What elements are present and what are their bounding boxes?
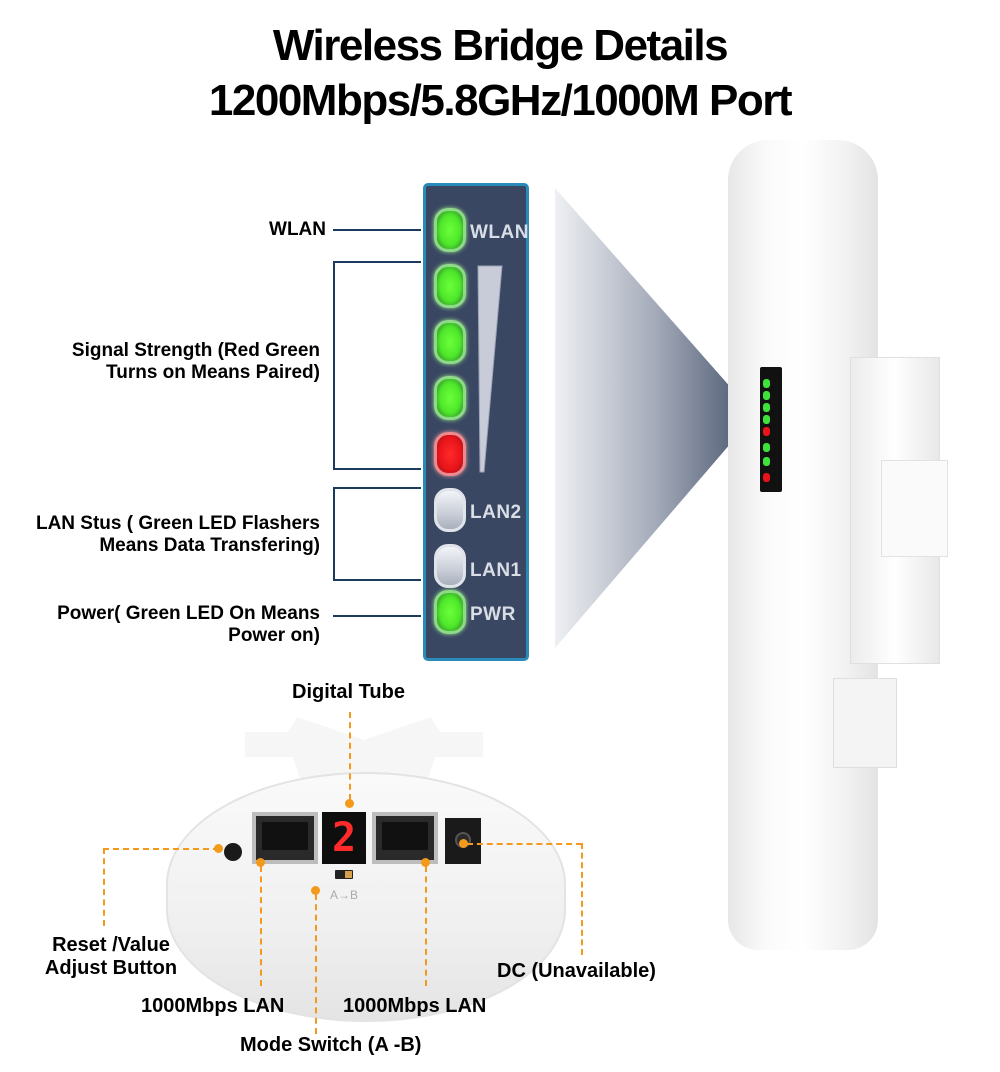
led-signal-1-icon	[434, 264, 466, 308]
led-wlan-icon	[434, 208, 466, 252]
led-signal-2-icon	[434, 320, 466, 364]
callout-wlan: WLAN	[269, 219, 326, 240]
led-label-wlan: WLAN	[470, 222, 529, 243]
callout-line-lan-left	[260, 866, 262, 986]
device-bottom-view	[166, 772, 566, 1022]
callout-reset-line2: Adjust Button	[44, 957, 178, 979]
callout-power: Power( Green LED On Means Power on)	[10, 603, 320, 647]
callout-dot-reset	[214, 844, 223, 853]
led-lan2-icon	[434, 488, 466, 532]
bracket-signal	[333, 261, 421, 470]
callout-digital-tube: Digital Tube	[292, 681, 405, 703]
bracket-lan	[333, 487, 421, 581]
magnifier-wedge	[555, 188, 755, 648]
device-led-strip	[760, 367, 782, 492]
title-line-1: Wireless Bridge Details	[272, 21, 729, 70]
led-label-pwr: PWR	[470, 604, 516, 625]
title-line-2: 1200Mbps/5.8GHz/1000M Port	[208, 76, 793, 125]
led-panel: WLAN LAN2 LAN1 PWR	[423, 183, 529, 661]
callout-line-digital-tube	[349, 712, 351, 800]
signal-strength-wedge-icon	[477, 265, 503, 473]
callout-lan: LAN Stus ( Green LED Flashers Means Data…	[0, 513, 320, 557]
reset-button-icon	[224, 843, 242, 861]
callout-line-power	[333, 615, 421, 617]
callout-mode-switch: Mode Switch (A -B)	[240, 1034, 422, 1056]
mode-switch-icon	[335, 870, 353, 879]
callout-lan-line2: Means Data Transfering)	[99, 535, 320, 556]
callout-dot-lan-right	[421, 858, 430, 867]
callout-line-lan-right	[425, 866, 427, 986]
digital-tube-display: 2	[322, 812, 366, 864]
callout-line-reset-h	[103, 848, 219, 850]
callout-dot-dc	[459, 839, 468, 848]
mode-switch-text: A→B	[330, 888, 359, 902]
lan-port-left-icon	[252, 812, 318, 864]
callout-dc: DC (Unavailable)	[497, 960, 656, 982]
callout-lan-line1: LAN Stus ( Green LED Flashers	[35, 513, 320, 534]
callout-line-wlan	[333, 229, 421, 231]
led-label-lan2: LAN2	[470, 502, 522, 523]
mounting-clamp	[881, 460, 948, 557]
led-signal-3-icon	[434, 376, 466, 420]
callout-dot-digital-tube	[345, 799, 354, 808]
callout-line-mode-switch	[315, 894, 317, 1034]
callout-power-line1: Power( Green LED On Means	[57, 603, 320, 624]
callout-line-dc-h	[467, 843, 582, 845]
led-label-lan1: LAN1	[470, 560, 522, 581]
led-lan1-icon	[434, 544, 466, 588]
callout-lan-left: 1000Mbps LAN	[141, 995, 285, 1017]
device-label-sticker	[833, 678, 897, 768]
callout-line-dc-v	[581, 843, 583, 955]
callout-reset: Reset /Value Adjust Button	[36, 934, 186, 980]
callout-signal: Signal Strength (Red Green Turns on Mean…	[20, 340, 320, 384]
callout-reset-line1: Reset /Value	[52, 934, 170, 956]
callout-signal-line2: Turns on Means Paired)	[106, 362, 320, 383]
led-signal-4-icon	[434, 432, 466, 476]
callout-dot-mode-switch	[311, 886, 320, 895]
callout-line-reset-v	[103, 848, 105, 926]
callout-lan-right: 1000Mbps LAN	[343, 995, 487, 1017]
callout-signal-line1: Signal Strength (Red Green	[71, 340, 320, 361]
led-pwr-icon	[434, 590, 466, 634]
callout-power-line2: Power on)	[228, 625, 320, 646]
callout-dot-lan-left	[256, 858, 265, 867]
lan-port-right-icon	[372, 812, 438, 864]
